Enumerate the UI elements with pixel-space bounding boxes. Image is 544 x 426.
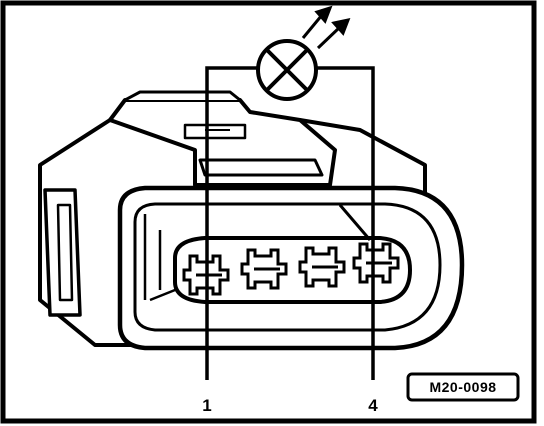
connector-housing [38,90,465,351]
wire-pin-4 [316,66,375,380]
test-lamp-icon [256,39,318,101]
test-lamp-circuit [205,66,375,380]
terminal-4 [352,242,400,284]
pin-label-1: 1 [202,396,211,415]
wire-pin-1 [205,66,258,380]
pin-label-4: 4 [368,396,378,415]
pin-cavity [173,236,412,304]
terminal-2 [240,248,288,290]
terminal-3 [298,246,346,288]
terminal-pins [182,242,400,296]
light-rays-icon [301,5,351,50]
reference-code: M20-0098 [429,379,496,395]
reference-code-box: M20-0098 [406,372,520,402]
